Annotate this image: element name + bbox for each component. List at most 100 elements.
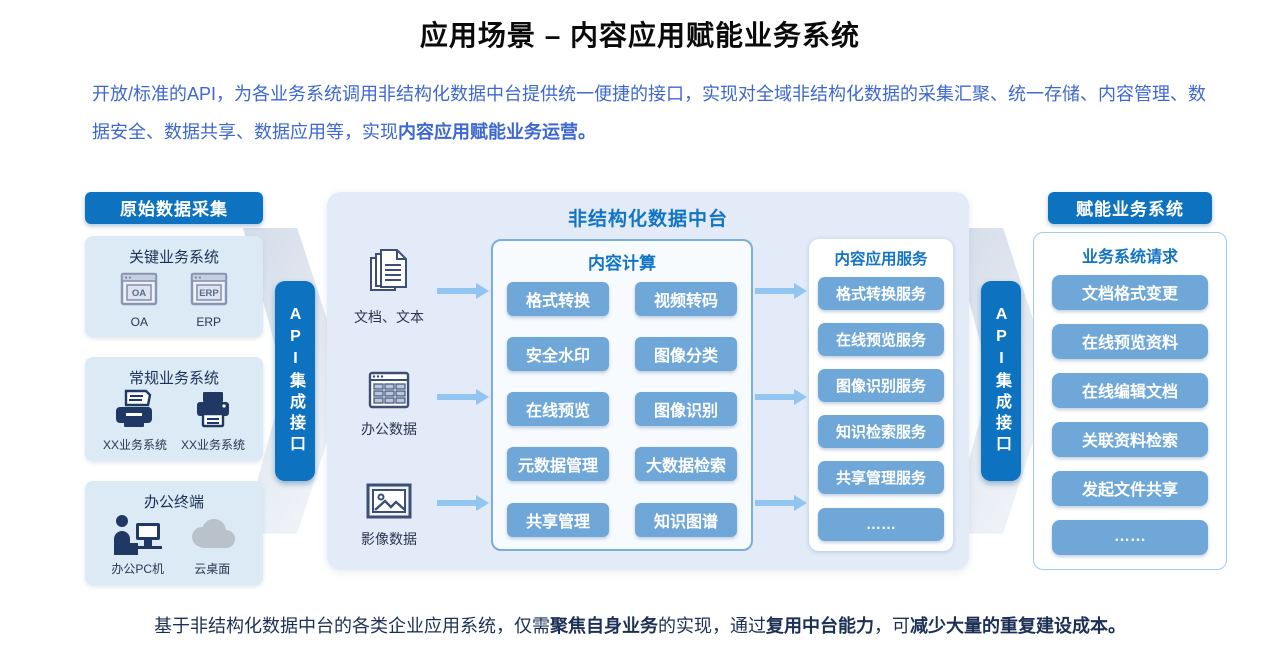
arrows-to-services	[753, 239, 809, 551]
documents-icon	[367, 248, 411, 302]
data-source: 文档、文本	[343, 248, 435, 327]
printer-icon	[193, 388, 233, 432]
service-button: 在线预览服务	[818, 322, 944, 356]
text-segment: 内容应用赋能业务运营。	[398, 121, 596, 142]
data-sources: 文档、文本办公数据影像数据	[343, 239, 435, 551]
flow-arrow-icon	[755, 282, 807, 299]
service-button: 格式转换服务	[818, 276, 944, 310]
services-title: 内容应用服务	[834, 250, 928, 268]
compute-button: 图像分类	[635, 336, 737, 371]
service-button: 共享管理服务	[818, 461, 944, 495]
svg-text:OA: OA	[132, 288, 146, 299]
data-source: 影像数据	[343, 483, 435, 549]
request-button: ……	[1052, 519, 1208, 555]
compute-grid: 格式转换视频转码安全水印图像分类在线预览图像识别元数据管理大数据检索共享管理知识…	[505, 281, 739, 537]
slide: 应用场景 – 内容应用赋能业务系统 开放/标准的API，为各业务系统调用非结构化…	[0, 14, 1280, 638]
request-title: 业务系统请求	[1081, 248, 1178, 266]
device-label: XX业务系统	[102, 437, 167, 452]
request-button: 文档格式变更	[1052, 274, 1208, 310]
device: 办公PC机	[110, 512, 166, 577]
request-button: 在线编辑文档	[1052, 372, 1208, 408]
table-icon	[368, 371, 410, 414]
business-column: 赋能业务系统 业务系统请求 文档格式变更在线预览资料在线编辑文档关联资料检索发起…	[1033, 191, 1227, 570]
fax-icon	[112, 388, 158, 432]
arrows-to-compute	[435, 239, 491, 551]
origin-group-items: 办公PC机 云桌面	[89, 512, 259, 577]
compute-button: 图像识别	[635, 392, 737, 427]
source-label: 文档、文本	[354, 308, 424, 325]
api-connector-left: API集成接口	[243, 192, 347, 570]
device: XX业务系统	[103, 388, 167, 453]
flow-arrow-icon	[437, 494, 489, 511]
page-title: 应用场景 – 内容应用赋能业务系统	[419, 20, 861, 51]
api-gateway-right: API集成接口	[981, 280, 1021, 481]
compute-button: 在线预览	[507, 392, 609, 427]
business-request-box: 业务系统请求 文档格式变更在线预览资料在线编辑文档关联资料检索发起文件共享 ……	[1033, 231, 1227, 570]
device-label: ERP	[196, 314, 221, 329]
device: XX业务系统	[181, 388, 245, 453]
api-gateway-left: API集成接口	[275, 280, 315, 481]
origin-group: 办公终端办公PC机 云桌面	[85, 480, 263, 585]
text-segment: ，可	[874, 615, 910, 636]
device-label: OA	[130, 314, 148, 329]
platform-title: 非结构化数据中台	[567, 208, 728, 230]
origin-group: 关键业务系统 OA OA ERP ERP	[85, 235, 263, 337]
data-source: 办公数据	[343, 371, 435, 439]
text-segment: 开放/标准的API，为各业务系统调用非结构化数据中台提供统一便捷的接口，实现对全…	[92, 84, 1207, 142]
device-label: 办公PC机	[111, 561, 164, 576]
flow-arrow-icon	[755, 494, 807, 511]
flow-arrow-icon	[437, 282, 489, 299]
pc-user-icon	[110, 512, 166, 556]
compute-button: 共享管理	[507, 502, 609, 537]
request-list: 文档格式变更在线预览资料在线编辑文档关联资料检索发起文件共享 ……	[1052, 274, 1208, 555]
origin-group-title: 关键业务系统	[128, 248, 219, 266]
app-window-icon: OA	[120, 267, 158, 311]
flow-arrow-icon	[437, 388, 489, 405]
compute-button: 视频转码	[635, 281, 737, 316]
platform-panel: 非结构化数据中台 文档、文本办公数据影像数据 内容计算 格式转换视频转码安全水印…	[327, 191, 969, 570]
device: OA OA	[120, 267, 158, 329]
app-window-icon: ERP	[190, 267, 228, 311]
source-label: 影像数据	[361, 530, 417, 547]
origin-group-title: 常规业务系统	[128, 369, 219, 387]
text-segment: 复用中台能力	[766, 615, 874, 636]
device-label: XX业务系统	[180, 437, 245, 452]
device-label: 云桌面	[194, 561, 231, 576]
origin-group-title: 办公终端	[143, 493, 204, 511]
request-button: 关联资料检索	[1052, 421, 1208, 457]
text-segment: 的实现，通过	[658, 615, 766, 636]
service-button: 图像识别服务	[818, 368, 944, 402]
footer-note: 基于非结构化数据中台的各类企业应用系统，仅需聚焦自身业务的实现，通过复用中台能力…	[30, 612, 1250, 638]
content-services-box: 内容应用服务 格式转换服务在线预览服务图像识别服务知识检索服务共享管理服务 ……	[809, 238, 953, 551]
text-segment: 聚焦自身业务	[550, 615, 658, 636]
service-button: ……	[818, 507, 944, 541]
intro-paragraph: 开放/标准的API，为各业务系统调用非结构化数据中台提供统一便捷的接口，实现对全…	[92, 76, 1216, 152]
request-button: 在线预览资料	[1052, 323, 1208, 359]
device: 云桌面	[186, 512, 238, 577]
flow-arrow-icon	[755, 388, 807, 405]
services-list: 格式转换服务在线预览服务图像识别服务知识检索服务共享管理服务 ……	[818, 276, 944, 541]
platform-body: 文档、文本办公数据影像数据 内容计算 格式转换视频转码安全水印图像分类在线预览图…	[343, 238, 953, 551]
compute-button: 格式转换	[507, 281, 609, 316]
origin-group-items: XX业务系统 XX业务系统	[89, 388, 259, 453]
text-segment: 基于非结构化数据中台的各类企业应用系统，仅需	[154, 615, 550, 636]
origin-group: 常规业务系统 XX业务系统 XX业务系统	[85, 356, 263, 461]
source-label: 办公数据	[361, 420, 417, 437]
compute-button: 大数据检索	[635, 447, 737, 482]
compute-title: 内容计算	[588, 253, 656, 273]
text-segment: 减少大量的重复建设成本。	[910, 615, 1126, 636]
request-button: 发起文件共享	[1052, 470, 1208, 506]
cloud-icon	[186, 512, 238, 556]
device: ERP ERP	[190, 267, 228, 329]
image-icon	[366, 483, 412, 524]
business-header: 赋能业务系统	[1048, 191, 1212, 224]
compute-button: 元数据管理	[507, 447, 609, 482]
origin-header: 原始数据采集	[85, 191, 263, 224]
service-button: 知识检索服务	[818, 415, 944, 449]
svg-text:ERP: ERP	[199, 288, 219, 299]
compute-button: 安全水印	[507, 336, 609, 371]
compute-button: 知识图谱	[635, 502, 737, 537]
